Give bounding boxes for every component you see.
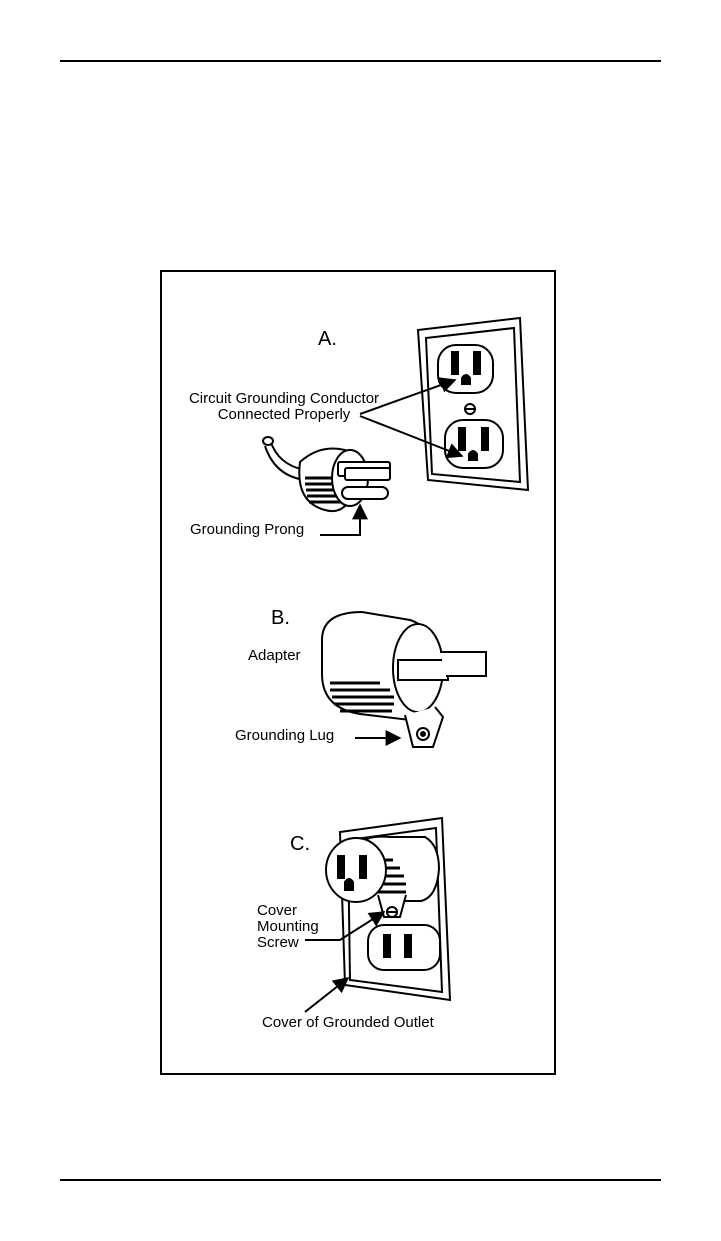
screw-label-line1: Cover xyxy=(257,902,297,919)
wall-outlet-c xyxy=(326,818,450,1000)
screw-label-line2: Mounting xyxy=(257,918,319,935)
wall-outlet-a xyxy=(418,318,528,490)
three-prong-plug xyxy=(263,437,390,511)
adapter-label: Adapter xyxy=(248,647,301,664)
conductor-label-line1: Circuit Grounding Conductor xyxy=(184,390,384,407)
screw-label-line3: Screw xyxy=(257,934,299,951)
panel-a-letter: A. xyxy=(318,328,337,350)
conductor-label-line2: Connected Properly xyxy=(184,406,384,423)
panel-c-letter: C. xyxy=(290,833,310,855)
prong-label: Grounding Prong xyxy=(190,521,304,538)
adapter-b xyxy=(322,612,486,747)
lug-label: Grounding Lug xyxy=(235,727,334,744)
cover-label: Cover of Grounded Outlet xyxy=(262,1014,434,1031)
panel-b-letter: B. xyxy=(271,607,290,629)
